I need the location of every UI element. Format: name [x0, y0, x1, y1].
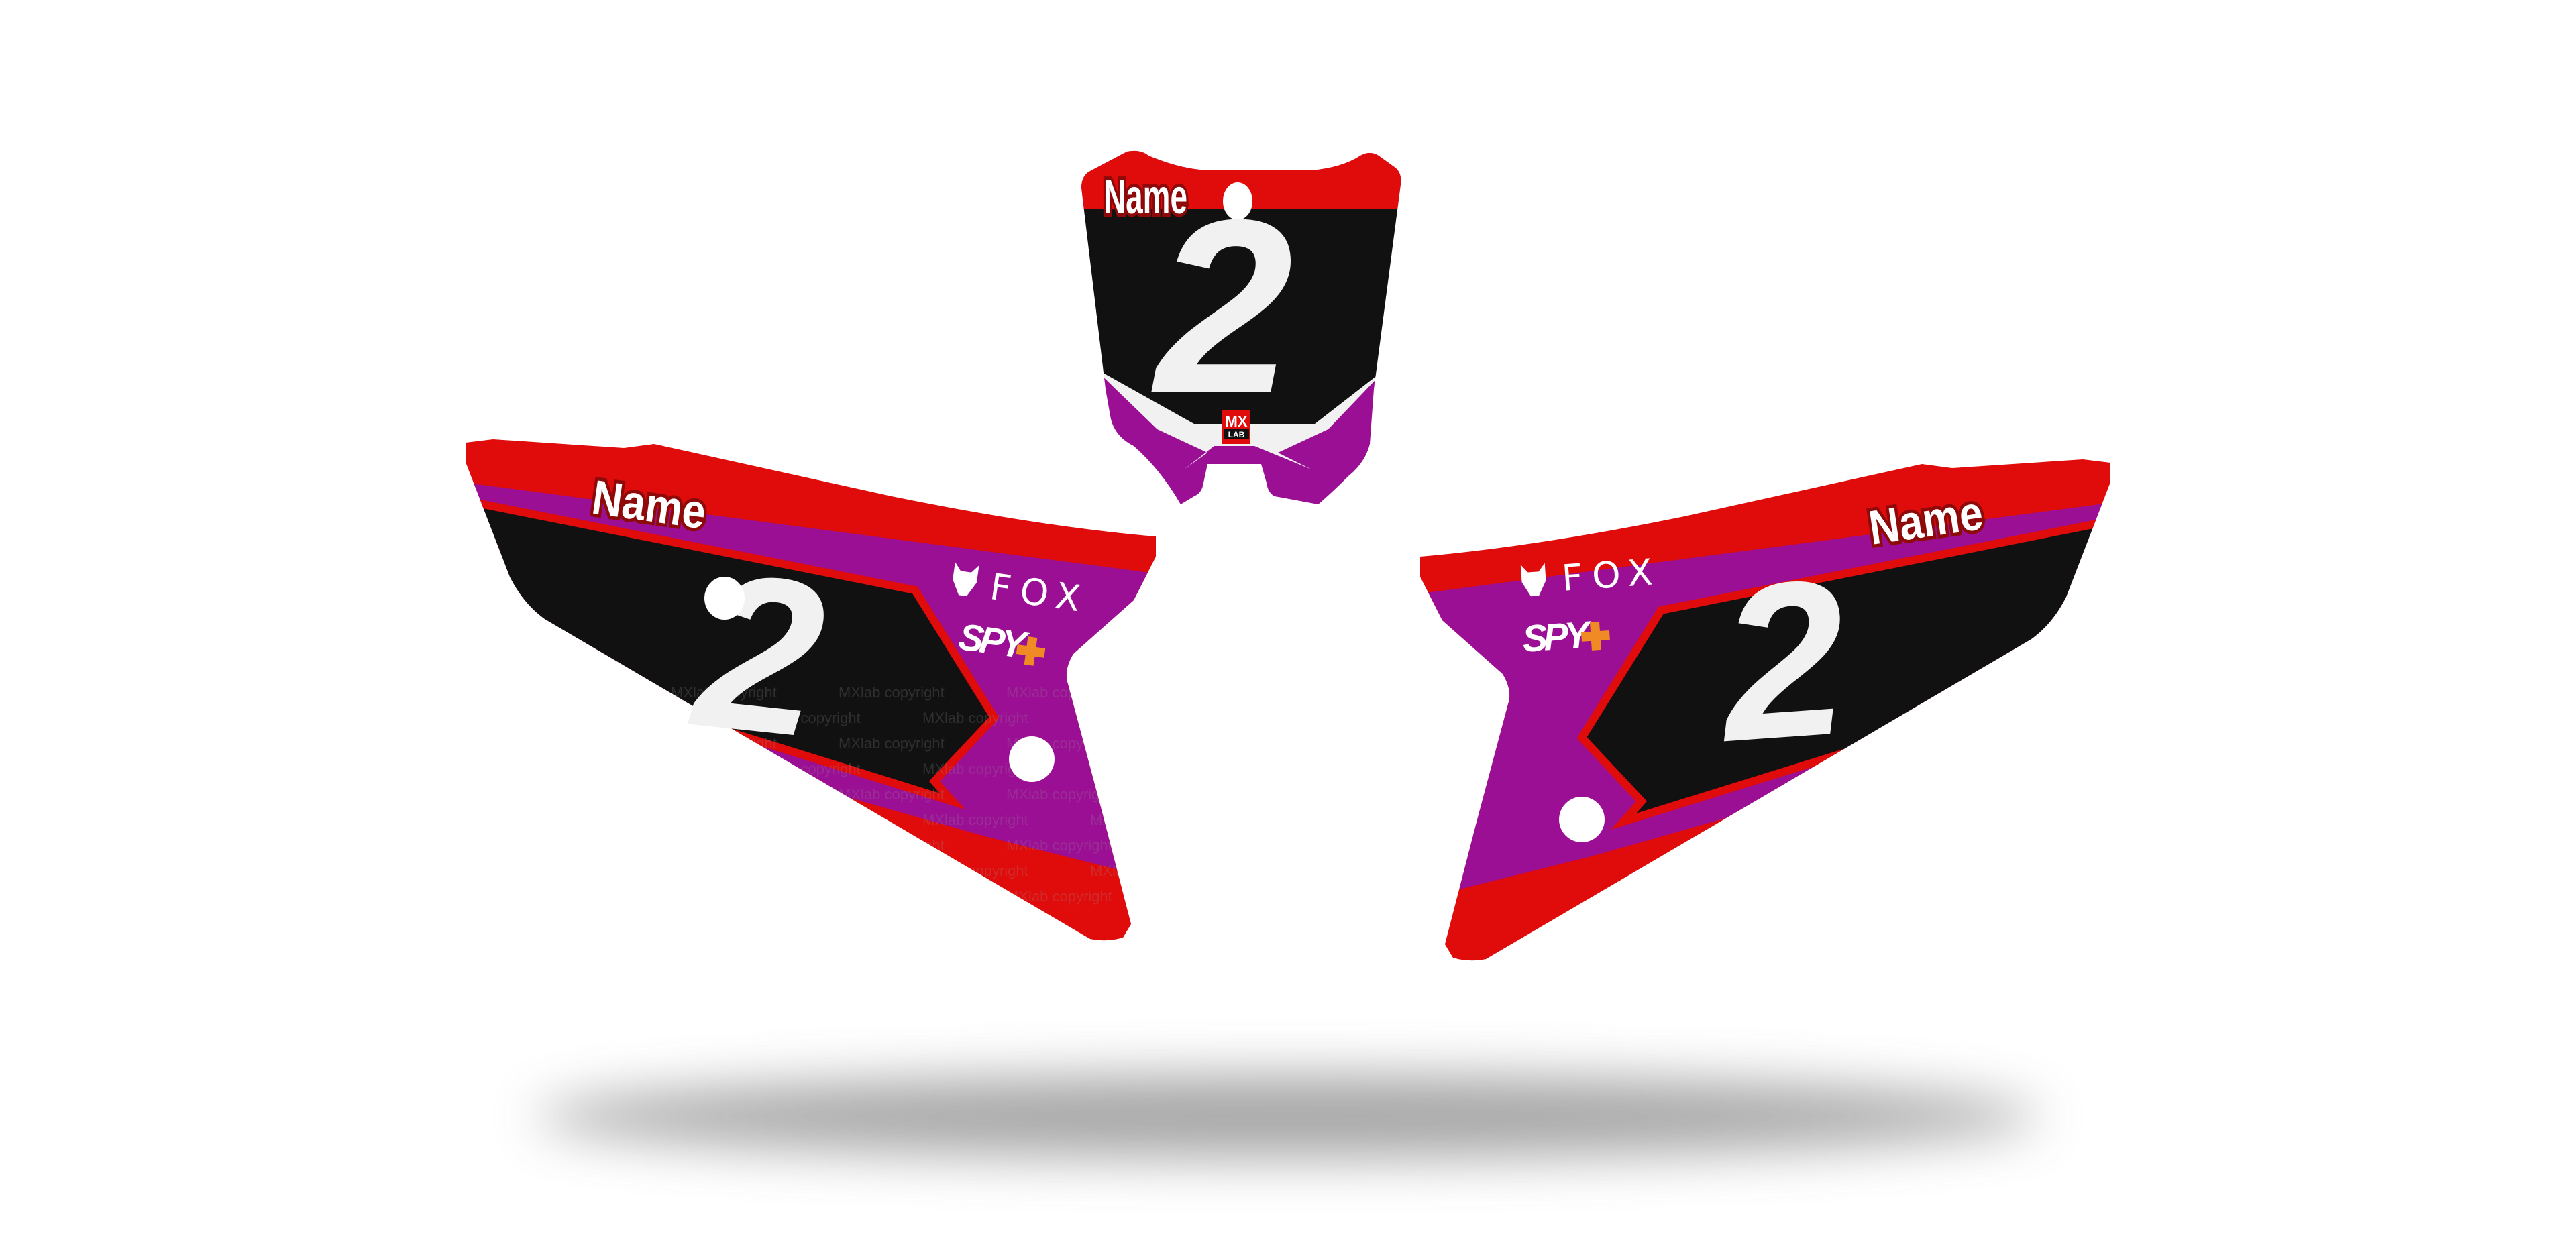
watermark-text: MXlab copyright — [268, 857, 374, 874]
watermark-text: MXlab copyright — [1174, 888, 1280, 905]
watermark-text: MXlab copyright — [1342, 888, 1448, 905]
fox-head-icon — [1520, 563, 1546, 597]
watermark-text: MXlab copyright — [268, 806, 374, 823]
watermark-text: MXlab copyright — [17, 730, 123, 746]
right-sponsor-fox: FOX — [1560, 551, 1663, 600]
watermark-text: MXlab copyright — [0, 908, 39, 925]
watermark-text: MXlab copyright — [184, 730, 290, 746]
watermark-text: MXlab copyright — [0, 755, 39, 772]
watermark-text: MXlab copyright — [17, 781, 123, 797]
watermark-text: MXlab copyright — [755, 710, 861, 726]
watermark-text: MXlab copyright — [101, 755, 207, 772]
watermark-text: MXlab copyright — [1342, 735, 1448, 752]
watermark-text: MXlab copyright — [0, 806, 39, 823]
left-panel-number: 2 — [683, 524, 835, 784]
watermark-text: MXlab copyright — [1090, 811, 1196, 828]
watermark-text: MXlab copyright — [101, 704, 207, 721]
watermark-text: MXlab copyright — [755, 811, 861, 828]
watermark-text: MXlab copyright — [436, 857, 542, 874]
watermark-text: MXlab copyright — [436, 755, 542, 772]
floor-shadow — [537, 1075, 2039, 1158]
watermark-text: MXlab copyright — [922, 710, 1028, 726]
watermark-text: MXlab copyright — [436, 704, 542, 721]
watermark-text: MXlab copyright — [671, 684, 777, 701]
watermark-text: MXlab copyright — [1006, 684, 1112, 701]
svg-text:MX: MX — [1226, 413, 1248, 430]
watermark-text: MXlab copyright — [520, 781, 626, 797]
watermark-text: MXlab copyright — [1342, 684, 1448, 701]
mxlab-logo: MX LAB — [1222, 410, 1250, 444]
watermark-text: MXlab copyright — [0, 704, 39, 721]
watermark-text: MXlab copyright — [436, 806, 542, 823]
spy-plus-icon — [1581, 621, 1610, 651]
watermark-text: MXlab copyright — [17, 832, 123, 848]
watermark-text: MXlab copyright — [268, 704, 374, 721]
watermark-text: MXlab copyright — [1006, 786, 1112, 803]
watermark-text: MXlab copyright — [1258, 710, 1364, 726]
watermark-text: MXlab copyright — [1006, 888, 1112, 905]
front-plate-name: Name — [1104, 170, 1187, 224]
watermark-text: MXlab copyright — [1342, 786, 1448, 803]
watermark-text: MXlab copyright — [101, 857, 207, 874]
watermark-text: MXlab copyright — [352, 730, 458, 746]
front-plate-mount-hole — [1223, 182, 1252, 220]
watermark-text: MXlab copyright — [1090, 862, 1196, 879]
watermark-text: MXlab copyright — [839, 837, 945, 854]
right-fox-logo: FOX — [1520, 551, 1663, 600]
right-spy-logo: SPY — [1521, 613, 1610, 660]
watermark-text: MXlab copyright — [839, 888, 945, 905]
watermark-text: MXlab copyright — [1258, 760, 1364, 777]
watermark-text: MXlab copyright — [17, 883, 123, 899]
watermark-text: MXlab copyright — [1258, 811, 1364, 828]
watermark-text: MXlab copyright — [922, 862, 1028, 879]
watermark-text: MXlab copyright — [839, 786, 945, 803]
watermark-text: MXlab copyright — [922, 811, 1028, 828]
watermark-text: MXlab copyright — [184, 883, 290, 899]
watermark-text: MXlab copyright — [1174, 786, 1280, 803]
watermark-text: MXlab copyright — [520, 883, 626, 899]
watermark-text: MXlab copyright — [839, 735, 945, 752]
watermark-text: MXlab copyright — [1174, 837, 1280, 854]
watermark-text: MXlab copyright — [1258, 862, 1364, 879]
watermark-text: MXlab copyright — [101, 806, 207, 823]
watermark-text: MXlab copyright — [352, 832, 458, 848]
front-plate-number: 2 — [1151, 168, 1293, 445]
right-panel-number: 2 — [1710, 532, 1854, 788]
watermark-text: MXlab copyright — [436, 908, 542, 925]
watermark-text: MXlab copyright — [755, 862, 861, 879]
watermark-text: MXlab copyright — [520, 730, 626, 746]
left-panel-mount-hole — [1009, 736, 1055, 782]
fox-head-icon — [953, 562, 979, 597]
watermark-text: MXlab copyright — [671, 888, 777, 905]
watermark-text: MXlab copyright — [839, 684, 945, 701]
watermark-text: MXlab copyright — [352, 883, 458, 899]
spy-plus-icon — [1016, 636, 1046, 666]
right-panel-mount-hole — [1559, 797, 1605, 842]
watermark-text: MXlab copyright — [671, 837, 777, 854]
watermark-text: MXlab copyright — [1090, 710, 1196, 726]
left-panel-decal-dot — [704, 577, 745, 620]
watermark-text: MXlab copyright — [1342, 837, 1448, 854]
watermark-text: MXlab copyright — [1090, 760, 1196, 777]
watermark-text: MXlab copyright — [671, 786, 777, 803]
watermark-text: MXlab copyright — [184, 781, 290, 797]
watermark-text: MXlab copyright — [1174, 684, 1280, 701]
watermark-text: MXlab copyright — [0, 857, 39, 874]
watermark-text: MXlab copyright — [101, 908, 207, 925]
watermark-text: MXlab copyright — [1006, 837, 1112, 854]
watermark-text: MXlab copyright — [184, 832, 290, 848]
watermark-text: MXlab copyright — [268, 908, 374, 925]
watermark-text: MXlab copyright — [520, 832, 626, 848]
watermark-text: MXlab copyright — [268, 755, 374, 772]
left-spy-logo: SPY — [956, 615, 1046, 667]
watermark-text: MXlab copyright — [352, 781, 458, 797]
watermark-text: MXlab copyright — [1174, 735, 1280, 752]
svg-text:LAB: LAB — [1228, 430, 1245, 439]
left-sponsor-spy: SPY — [956, 615, 1031, 667]
